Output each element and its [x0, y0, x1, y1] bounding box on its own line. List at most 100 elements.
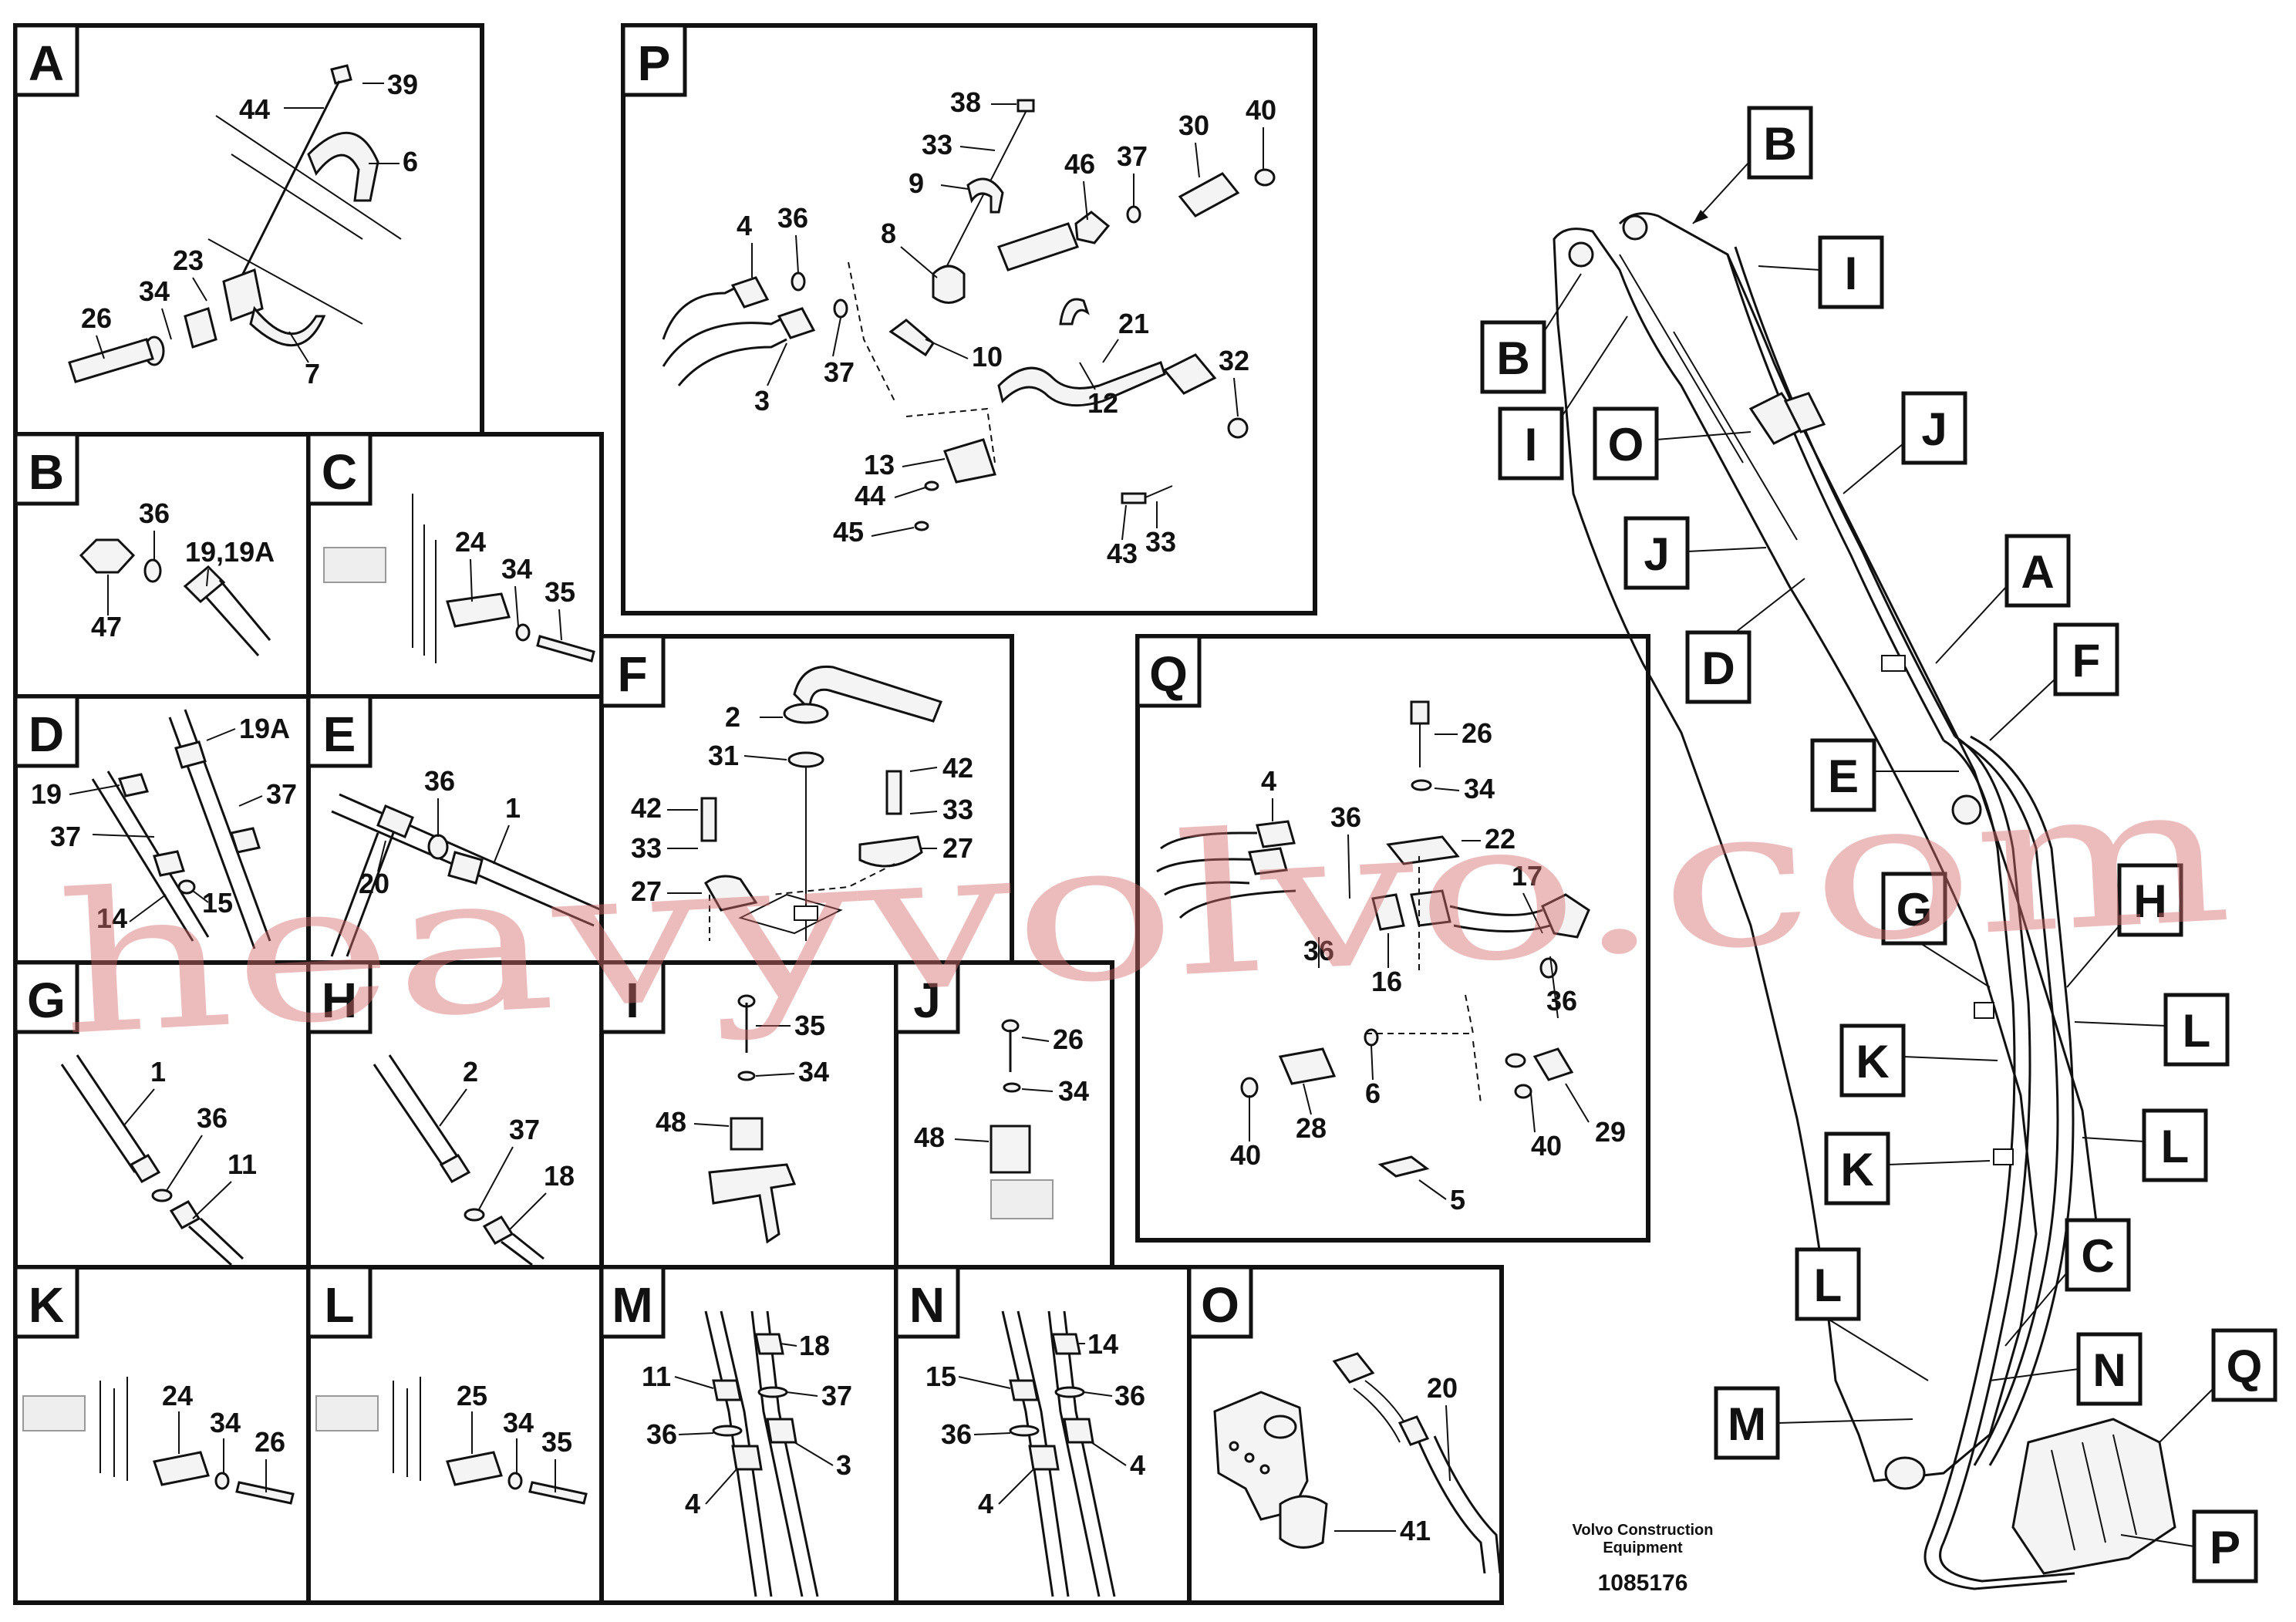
- panel-O-labels: 20 41: [1334, 1372, 1458, 1546]
- part-number-label: 21: [1118, 308, 1149, 339]
- panel-N-labels: 14 15 36 36 4 4: [925, 1328, 1145, 1519]
- callout-H: H: [2066, 863, 2183, 988]
- part-number-label: 18: [544, 1160, 575, 1192]
- part-number-label: 13: [864, 449, 895, 481]
- panel-tag-M: M: [599, 1265, 666, 1339]
- callout-letter: L: [2183, 1005, 2211, 1057]
- document-number: 1085176: [1598, 1570, 1688, 1596]
- panel-F-labels: 2 31 42 42 33 33 27 27: [631, 701, 973, 907]
- callout-letter: J: [1644, 528, 1669, 580]
- part-number-label: 46: [1064, 148, 1095, 180]
- panel-letter: E: [323, 706, 356, 762]
- part-number-label: 34: [503, 1407, 534, 1438]
- panel-tag-A: A: [13, 23, 79, 97]
- part-number-label: 2: [463, 1056, 478, 1088]
- watermark: heavyvolvo.com: [52, 740, 2236, 1078]
- panel-letter: H: [322, 973, 357, 1028]
- panel-C-drawing: [323, 494, 595, 663]
- panel-G-drawing: [60, 1054, 244, 1266]
- part-number-label: 37: [824, 356, 855, 388]
- part-number-label: 4: [1261, 765, 1276, 797]
- part-number-label: 6: [403, 146, 418, 177]
- callout-E: E: [1810, 738, 1959, 812]
- callout-J-upper: J: [1843, 391, 1967, 494]
- part-number-label: 28: [1296, 1112, 1327, 1144]
- panel-D-labels: 19A 19 37 37 15 14: [31, 713, 297, 934]
- panel-I-labels: 35 34 48: [656, 1010, 829, 1138]
- callout-G: G: [1881, 872, 1991, 988]
- part-number-label: 3: [754, 385, 770, 416]
- panel-K-labels: 24 34 26: [162, 1380, 285, 1492]
- part-number-label: 37: [821, 1380, 852, 1411]
- panel-P-labels: 38 33 9 46 37 30 40 4 36 8 37 3 10 21 12…: [737, 86, 1276, 569]
- part-number-label: 2: [725, 701, 740, 733]
- panel-letter: L: [324, 1277, 354, 1333]
- callout-I-left: I: [1498, 315, 1628, 481]
- brand-name-line2: Equipment: [1603, 1539, 1683, 1556]
- part-number-label: 20: [1427, 1372, 1458, 1404]
- part-number-label: 40: [1246, 94, 1276, 126]
- part-number-label: 33: [942, 794, 973, 825]
- panel-D-drawing: [91, 709, 271, 949]
- panel-frames: [13, 23, 1650, 1605]
- part-number-label: 45: [833, 516, 864, 548]
- panel-A-labels: 39 44 6 23 34 26 7: [81, 69, 418, 389]
- boom-arm-drawing: [1553, 212, 2176, 1590]
- part-number-label: 34: [139, 275, 170, 307]
- panel-letter: D: [29, 706, 64, 762]
- part-number-label: 44: [855, 480, 885, 511]
- panel-G-labels: 1 36 11: [123, 1056, 257, 1219]
- panel-letter: M: [612, 1277, 652, 1333]
- callout-letter: F: [2072, 635, 2101, 686]
- part-number-label: 19A: [239, 713, 290, 744]
- part-number-label: 31: [708, 740, 739, 771]
- callout-letter: L: [2161, 1121, 2190, 1172]
- panel-J-labels: 26 34 48: [914, 1023, 1089, 1153]
- part-number-label: 37: [50, 821, 81, 852]
- part-number-label: 5: [1450, 1184, 1465, 1216]
- panel-A-drawing: [68, 64, 402, 383]
- panel-letter: G: [27, 973, 66, 1028]
- part-number-label: 14: [1087, 1328, 1118, 1360]
- part-number-label: 36: [1546, 985, 1577, 1017]
- part-number-label: 36: [1114, 1380, 1145, 1411]
- panel-letter: A: [29, 35, 64, 91]
- panel-letter: C: [322, 444, 357, 500]
- part-number-label: 34: [501, 553, 532, 585]
- part-number-label: 12: [1087, 387, 1118, 419]
- callout-letter: B: [1496, 332, 1529, 384]
- part-number-label: 25: [457, 1380, 487, 1411]
- part-number-label: 36: [646, 1418, 677, 1450]
- panel-tag-H: H: [306, 960, 373, 1034]
- part-number-label: 4: [737, 210, 752, 241]
- callout-L-mid: L: [2082, 1108, 2208, 1182]
- callout-F: F: [1989, 622, 2119, 741]
- part-number-label: 4: [1130, 1449, 1145, 1481]
- panel-tag-Q: Q: [1135, 634, 1202, 708]
- part-number-label: 16: [1371, 966, 1402, 997]
- part-number-label: 17: [1512, 860, 1542, 892]
- panel-E-drawing: [330, 793, 602, 957]
- callout-A: A: [1935, 534, 2071, 664]
- part-number-label: 27: [631, 875, 662, 907]
- part-number-label: 7: [305, 358, 320, 389]
- panel-tag-G: G: [13, 960, 79, 1034]
- callout-O: O: [1593, 406, 1752, 481]
- part-number-label: 26: [255, 1426, 285, 1458]
- callout-letter: G: [1896, 884, 1933, 936]
- panel-tag-E: E: [306, 694, 373, 768]
- panel-L-drawing: [315, 1377, 588, 1505]
- part-number-label: 4: [978, 1488, 993, 1519]
- callout-P: P: [2120, 1509, 2258, 1583]
- panel-letter: K: [29, 1277, 64, 1333]
- panel-letter: I: [625, 973, 639, 1028]
- part-number-label: 44: [239, 93, 270, 125]
- panel-letter: O: [1201, 1277, 1239, 1333]
- panel-tag-C: C: [306, 432, 373, 506]
- part-number-label: 18: [799, 1330, 830, 1361]
- part-number-label: 8: [881, 218, 896, 249]
- panel-letter-tags: A B C D E F G H I J K L M N O P Q: [13, 23, 1253, 1339]
- callout-letter: C: [2081, 1230, 2114, 1282]
- callout-B-left: B: [1480, 273, 1582, 394]
